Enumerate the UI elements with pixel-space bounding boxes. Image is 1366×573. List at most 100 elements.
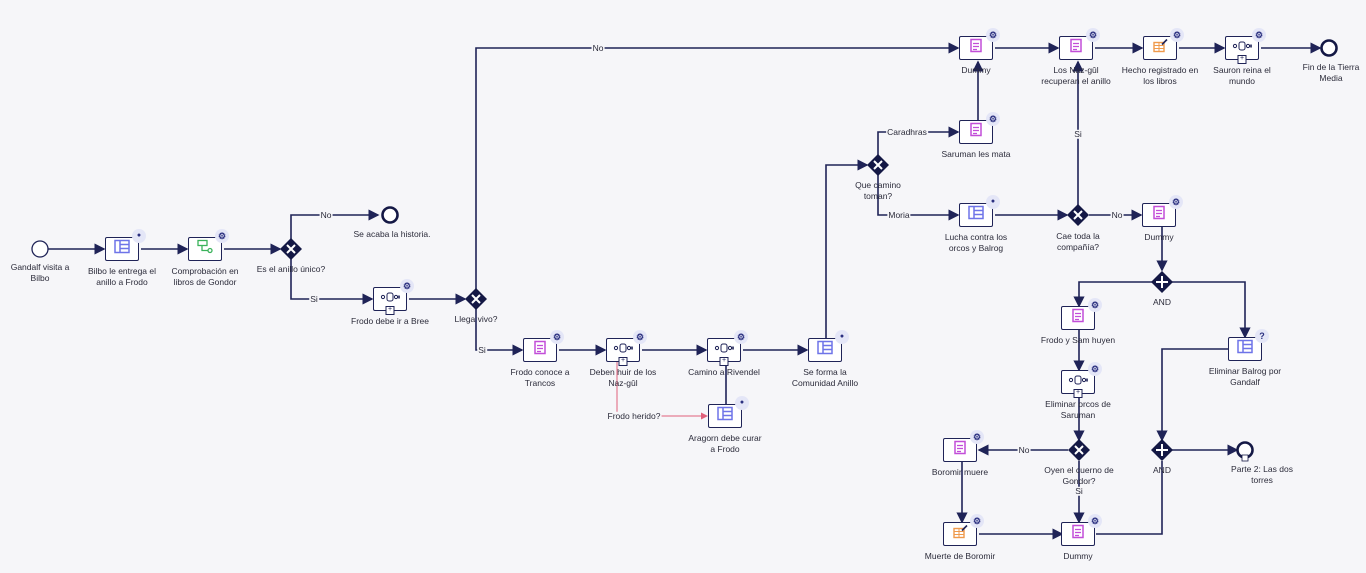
gateway-and-split[interactable] — [1151, 271, 1173, 293]
task-dummy-mid[interactable]: ⚙ — [1142, 195, 1183, 227]
task-trancos[interactable]: ⚙ — [523, 330, 564, 362]
task-label: Camino a Rivendel — [688, 367, 760, 377]
task-label: Aragorn debe curar a Frodo — [688, 433, 762, 454]
expand-subprocess-icon[interactable]: + — [385, 306, 395, 315]
task-label: Comprobación en libros de Gondor — [171, 266, 239, 287]
user-task-icon — [1237, 339, 1253, 359]
label-end-part2: Parte 2: Las dos torres — [1231, 464, 1293, 485]
task-hecho[interactable]: ⚙ — [1143, 28, 1184, 60]
expand-subprocess-icon[interactable]: + — [618, 357, 628, 366]
task-bree[interactable]: ⚙+ — [373, 279, 414, 315]
flow-label-si: Si — [477, 344, 487, 355]
task-label: Muerte de Boromir — [924, 551, 996, 561]
flow-and-balrog[interactable] — [1172, 281, 1251, 339]
task-label: Frodo conoce a Trancos — [510, 367, 570, 388]
flow-anillo-no[interactable] — [290, 209, 380, 239]
flow-label-herido: Frodo herido? — [606, 410, 662, 421]
expand-subprocess-icon[interactable]: + — [1073, 389, 1083, 398]
script-task-icon — [1070, 308, 1086, 329]
gateway-camino[interactable] — [867, 154, 889, 176]
gear-icon: ⚙ — [1088, 514, 1102, 528]
task-saruman-mata[interactable]: ⚙ — [959, 112, 1000, 144]
label-end-middle-earth: Fin de la Tierra Media — [1302, 62, 1360, 83]
task-orcos[interactable]: ⚙+ — [1061, 362, 1102, 398]
flow-label-moria: Moria — [887, 209, 911, 220]
task-label: Dummy — [1063, 551, 1093, 561]
flow-anillo-si[interactable] — [290, 259, 374, 305]
task-comunidad[interactable]: ● — [808, 330, 849, 362]
flow-vivo-no[interactable] — [475, 42, 960, 289]
gear-icon: ⚙ — [1170, 28, 1184, 42]
subprocess-icon — [613, 341, 634, 359]
flow-label-si: Si — [309, 293, 319, 304]
gateway-cae[interactable] — [1067, 204, 1089, 226]
task-nazgul[interactable]: ⚙ — [1059, 28, 1100, 60]
task-label: Frodo y Sam huyen — [1040, 335, 1116, 345]
task-dummy-top[interactable]: ⚙ — [959, 28, 1000, 60]
start-event[interactable] — [31, 240, 49, 258]
flow-and-frodosam[interactable] — [1073, 281, 1152, 308]
task-muerte-boromir[interactable]: ⚙ — [943, 514, 984, 546]
gear-icon: ⚙ — [986, 112, 1000, 126]
task-aragorn[interactable]: ● — [708, 396, 749, 428]
gateway-cuerno[interactable] — [1068, 439, 1090, 461]
label-gateway-and-split: AND — [1153, 297, 1171, 307]
flow-moria[interactable] — [877, 175, 960, 221]
task-bilbo[interactable]: ● — [105, 229, 146, 261]
flow-label-no: No — [1017, 444, 1031, 455]
task-gondor-check[interactable]: ⚙ — [188, 229, 229, 261]
flow-label-no: No — [319, 209, 333, 220]
task-label: Boromir muere — [931, 467, 989, 477]
label-gateway-anillo: Es el anillo único? — [256, 264, 326, 274]
label-gateway-cae: Cae toda la compañía? — [1056, 231, 1100, 252]
task-label: Frodo debe ir a Bree — [351, 316, 429, 326]
label-gateway-cuerno: Oyen el cuerno de Gondor? — [1044, 465, 1114, 486]
task-frodo-sam[interactable]: ⚙ — [1061, 298, 1102, 330]
gear-icon: ⚙ — [986, 28, 1000, 42]
flow-caradhras[interactable] — [877, 126, 960, 155]
sequence-flows — [48, 42, 1322, 540]
flow-comunidad-camino[interactable] — [825, 159, 869, 338]
gateways — [280, 154, 1173, 461]
label-gateway-vivo: Llega vivo? — [454, 314, 498, 324]
service-task-icon — [197, 239, 213, 259]
flow-dummy-andjoin[interactable] — [1096, 461, 1163, 535]
end-event-no-ring[interactable] — [381, 206, 399, 224]
script-task-icon — [968, 122, 984, 143]
end-event-middle-earth[interactable] — [1320, 39, 1338, 57]
subprocess-marker — [1241, 454, 1249, 462]
gear-icon: ⚙ — [1169, 195, 1183, 209]
task-label: Eliminar Balrog por Gandalf — [1208, 366, 1282, 387]
expand-subprocess-icon[interactable]: + — [719, 357, 729, 366]
flow-vivo-si[interactable] — [475, 309, 524, 356]
task-rivendel[interactable]: ⚙+ — [707, 330, 748, 366]
gateway-anillo[interactable] — [280, 238, 302, 260]
manual-task-icon — [1152, 38, 1168, 59]
script-task-icon — [1070, 524, 1086, 545]
task-lucha[interactable]: ● — [959, 195, 1000, 227]
task-label: Bilbo le entrega el anillo a Frodo — [87, 266, 157, 287]
flow-label-si: Si — [1074, 485, 1084, 496]
task-huir[interactable]: ⚙+ — [606, 330, 647, 366]
gear-icon: ⚙ — [1088, 362, 1102, 376]
task-label: Sauron reina el mundo — [1213, 65, 1271, 86]
task-dummy-bottom[interactable]: ⚙ — [1061, 514, 1102, 546]
user-icon: ● — [986, 195, 1000, 209]
user-icon: ● — [132, 229, 146, 243]
gear-icon: ⚙ — [970, 430, 984, 444]
task-balrog[interactable]: ? — [1228, 329, 1269, 361]
subprocess-icon — [1068, 373, 1089, 391]
task-label: Dummy — [961, 65, 991, 75]
gateway-vivo[interactable] — [465, 288, 487, 310]
task-sauron[interactable]: ⚙+ — [1225, 28, 1266, 64]
label-gateway-and-join: AND — [1153, 465, 1171, 475]
script-task-icon — [952, 440, 968, 461]
user-task-icon — [114, 239, 130, 259]
task-label: Se forma la Comunidad Anillo — [791, 367, 859, 388]
gateway-and-join[interactable] — [1151, 439, 1173, 461]
flow-balrog-andjoin[interactable] — [1156, 348, 1228, 442]
task-boromir-muere[interactable]: ⚙ — [943, 430, 984, 462]
script-task-icon — [1151, 205, 1167, 226]
manual-task-icon — [952, 524, 968, 545]
expand-subprocess-icon[interactable]: + — [1237, 55, 1247, 64]
